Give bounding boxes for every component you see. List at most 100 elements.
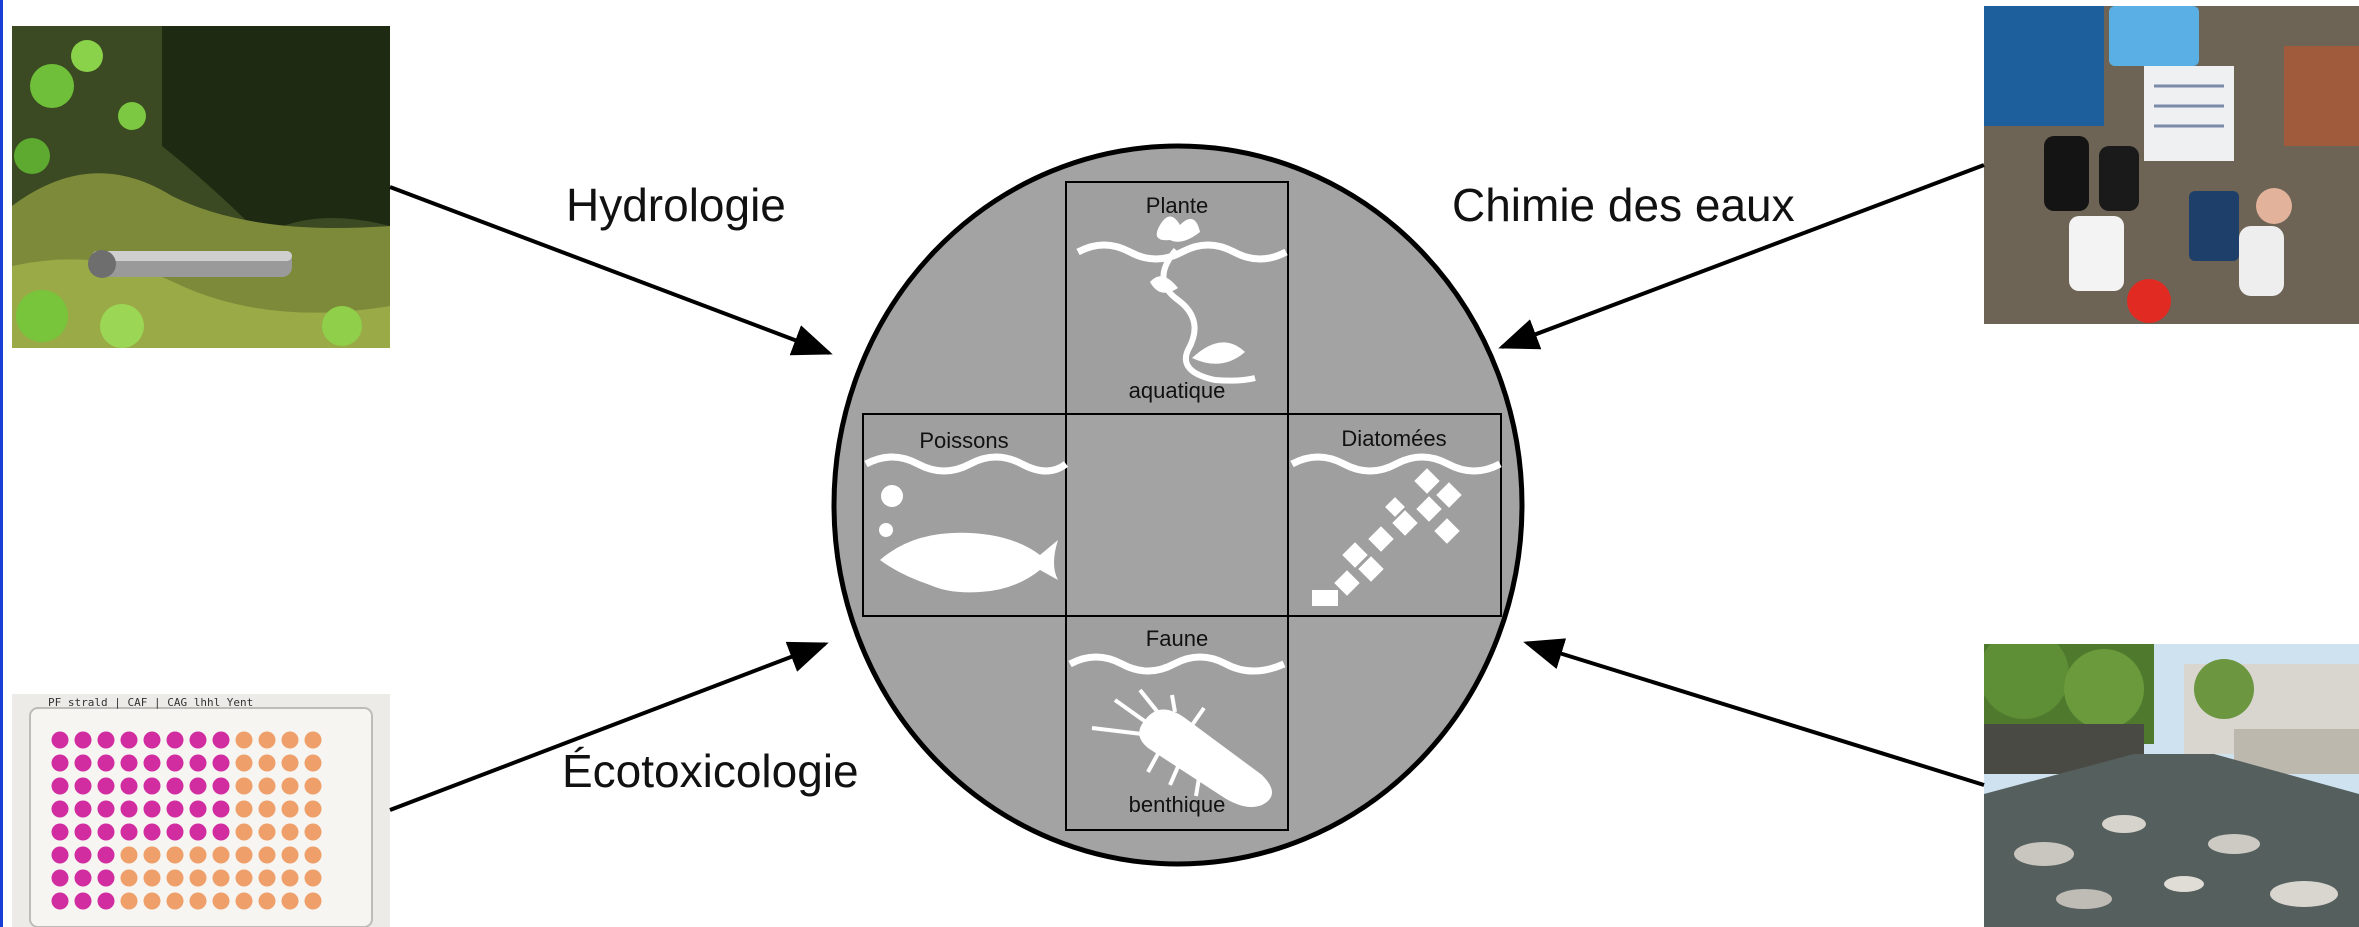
plate-well — [143, 892, 161, 910]
plate-well — [143, 754, 161, 772]
benthic-larva-icon — [1091, 688, 1272, 808]
plate-well — [120, 869, 138, 887]
plate-well — [304, 777, 322, 795]
plate-well — [166, 731, 184, 749]
tile-poissons: Poissons — [862, 413, 1069, 617]
plate-well — [120, 731, 138, 749]
plate-well — [97, 892, 115, 910]
plate-well — [189, 846, 207, 864]
plate-well — [281, 823, 299, 841]
plate-well — [51, 800, 69, 818]
plate-well — [97, 823, 115, 841]
plate-well — [304, 731, 322, 749]
tile-plante-title: Plante — [1146, 193, 1208, 218]
plate-handwritten-header: PF strald | CAF | CAG lhhl Yent — [48, 696, 253, 709]
plate-well — [97, 731, 115, 749]
ecomorphology-river-photo — [1984, 644, 2359, 927]
plate-well — [51, 731, 69, 749]
tile-poissons-title: Poissons — [919, 428, 1008, 453]
plate-well — [304, 892, 322, 910]
slide-left-edge — [0, 0, 3, 927]
plate-well — [166, 800, 184, 818]
plate-well — [97, 800, 115, 818]
plate-well — [281, 846, 299, 864]
plate-well — [74, 754, 92, 772]
plate-well — [189, 869, 207, 887]
plate-well — [166, 777, 184, 795]
arrow-hydrologie — [389, 185, 833, 356]
plate-well — [166, 823, 184, 841]
plate-well — [51, 869, 69, 887]
plate-well — [189, 731, 207, 749]
plate-well — [120, 892, 138, 910]
plate-well — [120, 846, 138, 864]
plate-well — [143, 846, 161, 864]
water-wave — [1068, 653, 1286, 675]
plate-well — [235, 869, 253, 887]
plate-well — [166, 869, 184, 887]
ecotoxicology-microplate-photo: PF strald | CAF | CAG lhhl Yent — [12, 694, 390, 927]
bubble-icon — [879, 523, 893, 537]
tile-diatomees: Diatomées — [1287, 413, 1502, 617]
plate-well — [74, 869, 92, 887]
label-ecotoxicologie: Écotoxicologie — [562, 745, 859, 797]
plate-well — [51, 777, 69, 795]
plate-well — [166, 754, 184, 772]
tile-faune-benthique: Faune benthique — [1065, 615, 1289, 831]
plate-well — [97, 754, 115, 772]
plant-leaf-icon — [1150, 276, 1178, 293]
plate-well — [97, 846, 115, 864]
plate-well — [189, 754, 207, 772]
arrow-ecotoxicologie — [389, 641, 829, 812]
plate-well — [212, 731, 230, 749]
plate-well — [258, 823, 276, 841]
water-wave — [1290, 453, 1502, 475]
plate-well — [281, 754, 299, 772]
microplate-wells — [51, 731, 322, 910]
plate-well — [235, 777, 253, 795]
hydrology-photo — [12, 26, 390, 348]
tile-plante-subtitle: aquatique — [1129, 378, 1226, 403]
plate-well — [235, 754, 253, 772]
plate-well — [304, 754, 322, 772]
plate-well — [120, 777, 138, 795]
plate-well — [143, 823, 161, 841]
plate-well — [258, 777, 276, 795]
arrow-ecomorphologie — [1523, 638, 1985, 787]
plate-well — [74, 800, 92, 818]
plant-leaf-icon — [1192, 342, 1245, 364]
plate-well — [212, 823, 230, 841]
plate-well — [281, 731, 299, 749]
plate-well — [51, 823, 69, 841]
plant-flower-icon — [1156, 216, 1200, 242]
tile-faune-title: Faune — [1146, 626, 1208, 651]
plate-well — [189, 777, 207, 795]
plate-well — [120, 823, 138, 841]
plate-well — [212, 777, 230, 795]
tile-diatomees-title: Diatomées — [1341, 426, 1446, 451]
plate-well — [235, 800, 253, 818]
plate-well — [143, 777, 161, 795]
plate-well — [74, 731, 92, 749]
plate-well — [258, 754, 276, 772]
plate-well — [258, 869, 276, 887]
plate-well — [235, 823, 253, 841]
water-wave — [864, 453, 1069, 475]
tile-faune-subtitle: benthique — [1129, 792, 1226, 817]
plate-well — [235, 846, 253, 864]
plate-well — [51, 754, 69, 772]
plate-well — [74, 823, 92, 841]
plate-well — [74, 777, 92, 795]
plate-well — [189, 823, 207, 841]
plate-well — [120, 754, 138, 772]
plate-well — [212, 869, 230, 887]
plate-well — [304, 823, 322, 841]
plate-well — [235, 892, 253, 910]
plate-well — [189, 800, 207, 818]
plate-well — [258, 846, 276, 864]
plate-well — [281, 869, 299, 887]
plate-well — [97, 869, 115, 887]
plate-well — [74, 846, 92, 864]
